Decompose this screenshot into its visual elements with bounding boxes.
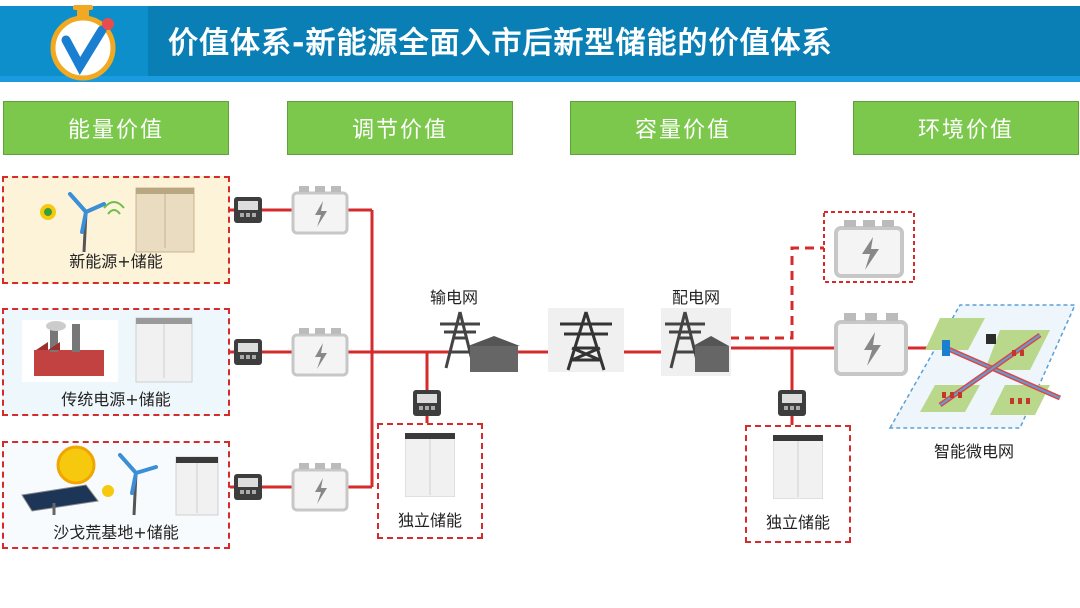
storage-cabinet-icon bbox=[405, 433, 455, 497]
distribution-grid-label: 配电网 bbox=[672, 288, 721, 307]
page-title: 价值体系-新能源全面入市后新型储能的价值体系 bbox=[168, 26, 833, 61]
traditional-storage-label: 传统电源+储能 bbox=[61, 390, 171, 409]
power-plant-icon bbox=[22, 317, 193, 383]
standalone-storage-left-label: 独立储能 bbox=[397, 511, 462, 530]
renewable-storage-box: 新能源+储能 bbox=[2, 176, 230, 284]
category-environment-value: 环境价值 bbox=[853, 101, 1079, 155]
battery-icons bbox=[291, 186, 908, 512]
distribution-substation-icon bbox=[661, 308, 731, 376]
category-energy-value: 能量价值 bbox=[3, 101, 229, 155]
standalone-storage-right-box: 独立储能 bbox=[745, 425, 851, 543]
header: 价值体系-新能源全面入市后新型储能的价值体系 bbox=[0, 0, 1080, 82]
header-bar bbox=[148, 6, 1080, 76]
storage-cabinet-icon bbox=[773, 435, 823, 499]
transmission-substation-icon bbox=[440, 311, 520, 372]
renewable-storage-label: 新能源+储能 bbox=[69, 252, 163, 271]
standalone-storage-right-label: 独立储能 bbox=[765, 513, 830, 532]
smart-microgrid-label: 智能微电网 bbox=[934, 442, 1015, 461]
header-underline bbox=[0, 76, 1080, 82]
solar-wind-icon bbox=[21, 445, 219, 516]
wind-turbine-icon bbox=[40, 187, 195, 253]
meter-icons bbox=[234, 197, 806, 500]
desert-storage-label: 沙戈荒基地+储能 bbox=[53, 523, 179, 542]
stopwatch-logo-icon bbox=[50, 5, 116, 81]
microgrid-map-icon bbox=[888, 304, 1077, 429]
standalone-storage-left-box: 独立储能 bbox=[377, 423, 483, 539]
transmission-grid-label: 输电网 bbox=[430, 288, 479, 307]
traditional-storage-box: 传统电源+储能 bbox=[2, 308, 230, 416]
category-regulation-value: 调节价值 bbox=[287, 101, 513, 155]
category-capacity-value: 容量价值 bbox=[570, 101, 796, 155]
transmission-tower-icon bbox=[548, 308, 624, 372]
desert-storage-box: 沙戈荒基地+储能 bbox=[2, 441, 230, 549]
